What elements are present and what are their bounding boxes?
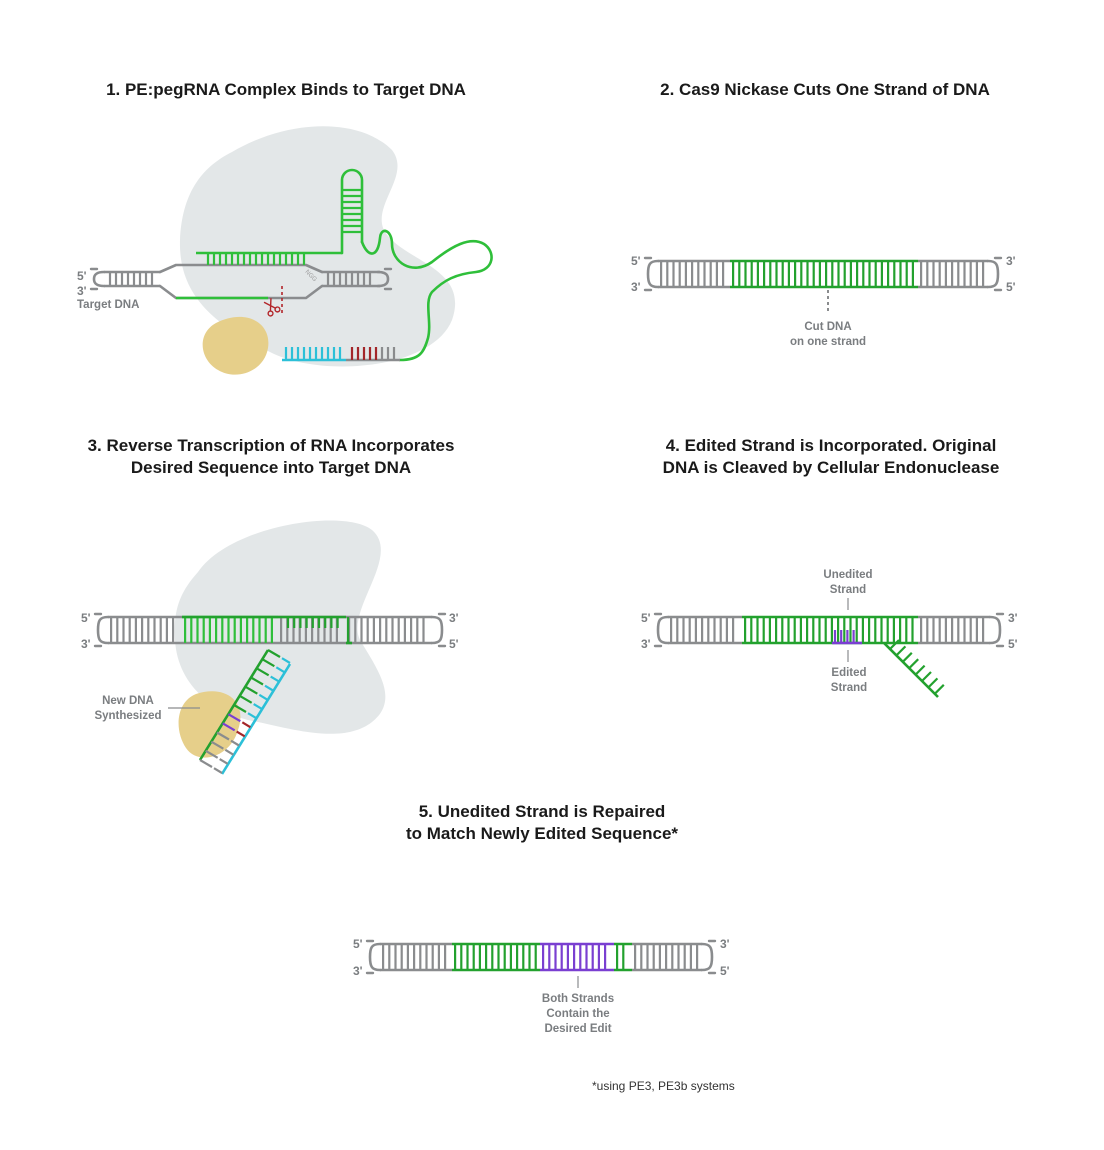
step5-end-left-top: 5' (353, 937, 363, 951)
edited-strand-label-line2: Strand (831, 682, 867, 694)
step2-dna-right-end (988, 261, 998, 287)
step3-template-base (225, 750, 233, 755)
step4-end-right-top: 3' (1008, 611, 1018, 625)
step4-end-left-bottom: 3' (641, 637, 651, 651)
step3-end-right-bottom: 5' (449, 637, 459, 651)
step2-end-left-top: 5' (631, 254, 641, 268)
footnote: *using PE3, PE3b systems (592, 1079, 735, 1093)
step3-end-left-top: 5' (81, 611, 91, 625)
step4-end-right-bottom: 5' (1008, 637, 1018, 651)
step3-template-base (231, 741, 239, 746)
step3-title-line2: Desired Sequence into Target DNA (131, 458, 411, 477)
step3-flap-base (200, 760, 212, 767)
step5-end-right-top: 3' (720, 937, 730, 951)
step2-end-right-bottom: 5' (1006, 280, 1016, 294)
step3-end-left-bottom: 3' (81, 637, 91, 651)
step1-title: 1. PE:pegRNA Complex Binds to Target DNA (106, 80, 466, 99)
unedited-strand-label-line1: Unedited (823, 569, 872, 581)
step2-title: 2. Cas9 Nickase Cuts One Strand of DNA (660, 80, 990, 99)
step5-dna-right-end (702, 944, 712, 970)
step2-dna-left-end (648, 261, 658, 287)
step4-end-left-top: 5' (641, 611, 651, 625)
edited-strand-label-line1: Edited (831, 667, 866, 679)
new-dna-label-line1: New DNA (102, 695, 154, 707)
step4-dna-right-end (990, 617, 1000, 643)
step4-cleaved-flap (884, 643, 938, 697)
step1-end-3prime: 3' (77, 284, 87, 298)
step5-dna-left-end (370, 944, 380, 970)
step5-title-line2: to Match Newly Edited Sequence* (406, 824, 678, 843)
unedited-strand-label-line2: Strand (830, 584, 866, 596)
step4-cleaved-flap-base (935, 685, 944, 694)
new-dna-label-line2: Synthesized (94, 710, 161, 722)
step3-template-base (237, 732, 245, 737)
step3-template-base (242, 722, 250, 727)
step3-dna-right-end (432, 617, 442, 643)
step3-end-right-top: 3' (449, 611, 459, 625)
both-strands-label-line3: Desired Edit (544, 1023, 611, 1035)
both-strands-label-line2: Contain the (546, 1008, 609, 1020)
step4-cleaved-flap-base (903, 653, 912, 662)
step5-end-left-bottom: 3' (353, 964, 363, 978)
step3-template-base (214, 768, 222, 773)
cut-dna-label-line2: on one strand (790, 336, 866, 348)
step3-reverse-transcriptase (179, 691, 241, 757)
step2-end-right-top: 3' (1006, 254, 1016, 268)
step2-end-left-bottom: 3' (631, 280, 641, 294)
step3-dna-left-end (98, 617, 108, 643)
step4-dna-left-end (658, 617, 668, 643)
step4-cleaved-flap-base (916, 666, 925, 675)
step4-cleaved-flap-base (928, 678, 937, 687)
both-strands-label-line1: Both Strands (542, 993, 614, 1005)
step4-title-line1: 4. Edited Strand is Incorporated. Origin… (666, 436, 997, 455)
step5-end-right-bottom: 5' (720, 964, 730, 978)
step1-end-5prime: 5' (77, 269, 87, 283)
step4-cleaved-flap-base (922, 672, 931, 681)
step4-cleaved-flap-base (896, 646, 905, 655)
step3-template-base (220, 759, 228, 764)
step1-dna-left-end (94, 272, 104, 286)
step4-title-line2: DNA is Cleaved by Cellular Endonuclease (663, 458, 1000, 477)
target-dna-label: Target DNA (77, 299, 139, 311)
cut-dna-label-line1: Cut DNA (804, 321, 851, 333)
step3-title-line1: 3. Reverse Transcription of RNA Incorpor… (88, 436, 455, 455)
reverse-transcriptase (203, 317, 269, 375)
step5-title-line1: 5. Unedited Strand is Repaired (419, 802, 666, 821)
step4-cleaved-flap-base (909, 659, 918, 668)
